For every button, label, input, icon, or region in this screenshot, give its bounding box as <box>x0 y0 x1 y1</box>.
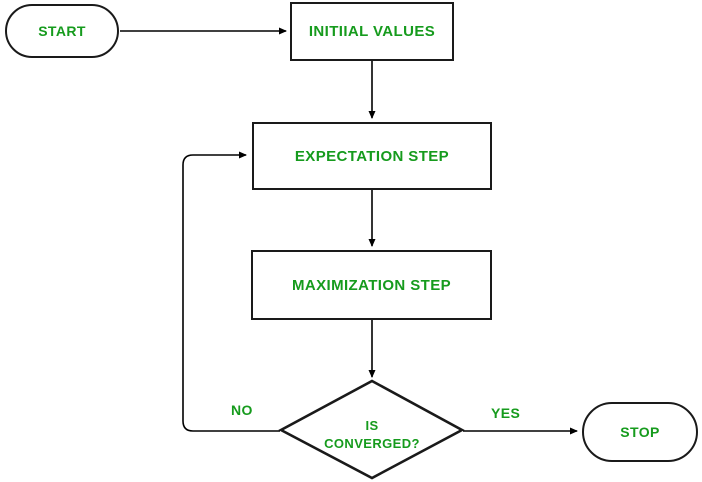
node-expectation-step: EXPECTATION STEP <box>252 122 492 190</box>
node-expectation-step-label: EXPECTATION STEP <box>294 147 450 165</box>
node-start: START <box>5 4 119 58</box>
node-initial-values: INITIIAL VALUES <box>290 2 454 61</box>
node-stop: STOP <box>582 402 698 462</box>
node-maximization-step-label: MAXIMIZATION STEP <box>291 276 452 294</box>
node-stop-label: STOP <box>620 424 660 440</box>
edge-label-yes: YES <box>491 405 521 421</box>
edge-label-no: NO <box>231 402 253 418</box>
node-maximization-step: MAXIMIZATION STEP <box>251 250 492 320</box>
edge-decision-no-loop-to-expectation <box>182 151 280 432</box>
node-initial-values-label: INITIIAL VALUES <box>308 23 436 40</box>
node-start-label: START <box>38 23 86 39</box>
node-is-converged-label: IS CONVERGED? <box>324 418 420 451</box>
decision-diamond-shape <box>278 379 465 480</box>
